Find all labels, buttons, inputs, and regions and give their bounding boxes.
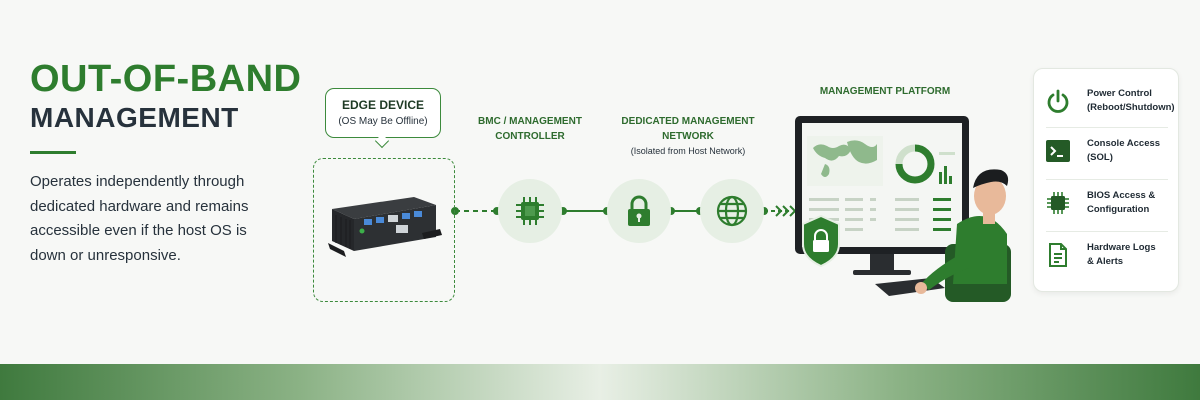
lock-icon (628, 195, 650, 226)
feature-logs-line2: & Alerts (1087, 256, 1124, 267)
power-icon (1044, 87, 1072, 115)
chip-icon (516, 197, 544, 225)
bottom-gradient-band (0, 364, 1200, 400)
edge-device-subtitle: (OS May Be Offline) (338, 116, 428, 127)
feature-divider (1046, 127, 1168, 128)
feature-logs-line1: Hardware Logs (1087, 242, 1156, 253)
edge-device-title: EDGE DEVICE (341, 98, 425, 112)
terminal-icon (1044, 137, 1072, 165)
edge-device-callout: EDGE DEVICE (OS May Be Offline) (325, 88, 441, 138)
title-underline (30, 151, 76, 154)
edge-device-box (313, 158, 455, 302)
feature-divider (1046, 179, 1168, 180)
feature-panel: Power Control (Reboot/Shutdown) Console … (1033, 68, 1179, 292)
feature-hardware-logs: Hardware Logs & Alerts (1044, 231, 1176, 279)
feature-power-line2: (Reboot/Shutdown) (1087, 102, 1175, 113)
platform-title: MANAGEMENT PLATFORM (819, 86, 951, 97)
title-line-2: MANAGEMENT (30, 102, 239, 133)
edge-device-hardware-icon (328, 197, 442, 257)
management-platform-illustration (795, 116, 1011, 302)
network-globe-node (700, 179, 764, 243)
globe-icon (716, 195, 748, 227)
feature-bios-access: BIOS Access & Configuration (1044, 179, 1176, 227)
feature-console-access: Console Access (SOL) (1044, 127, 1176, 175)
network-label-subtitle: (Isolated from Host Network) (630, 146, 746, 156)
network-label: DEDICATED MANAGEMENT NETWORK (Isolated f… (596, 114, 780, 159)
bmc-node (498, 179, 562, 243)
document-icon (1044, 241, 1072, 269)
bmc-label-line2: CONTROLLER (495, 131, 565, 142)
feature-console-line1: Console Access (1087, 138, 1161, 149)
chip-icon (1044, 189, 1072, 217)
bmc-label-line1: BMC / MANAGEMENT (478, 116, 582, 127)
network-label-title: DEDICATED MANAGEMENT NETWORK (621, 116, 755, 142)
description-text: Operates independently through dedicated… (30, 173, 249, 264)
feature-console-line2: (SOL) (1087, 152, 1113, 163)
feature-divider (1046, 231, 1168, 232)
feature-power-control: Power Control (Reboot/Shutdown) (1044, 77, 1176, 125)
title-line-1: OUT-OF-BAND (30, 58, 302, 100)
feature-bios-line2: Configuration (1087, 204, 1150, 215)
feature-power-line1: Power Control (1087, 88, 1152, 99)
network-lock-node (607, 179, 671, 243)
feature-bios-line1: BIOS Access & (1087, 190, 1156, 201)
bmc-label: BMC / MANAGEMENT CONTROLLER (470, 114, 590, 144)
